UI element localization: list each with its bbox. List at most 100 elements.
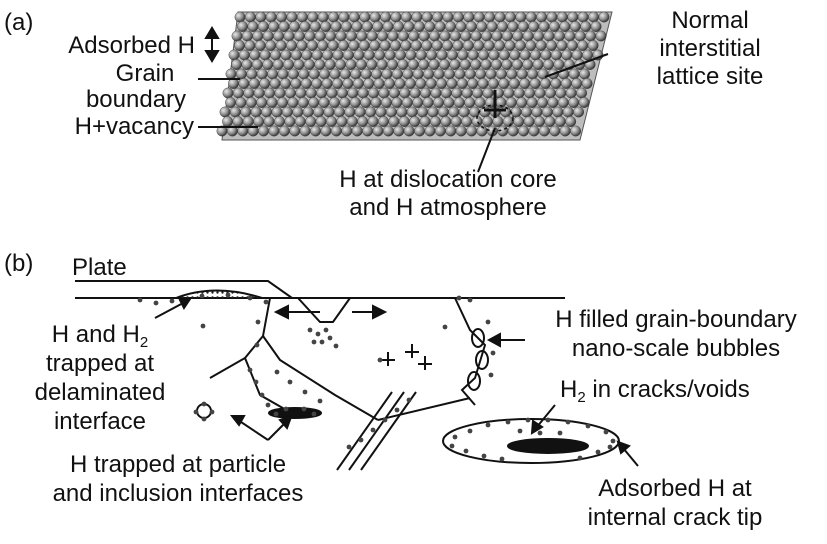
lattice-atom — [222, 116, 233, 127]
lattice-atom — [400, 40, 412, 51]
label-delam-line2: trapped at — [45, 350, 155, 377]
lattice-atom — [310, 125, 321, 137]
lattice-atom — [503, 87, 515, 99]
lattice-atom — [538, 21, 550, 32]
lattice-atom — [525, 40, 537, 51]
lattice-atom — [547, 97, 559, 108]
hydrogen-atom — [327, 335, 333, 341]
lattice-atom — [259, 78, 271, 89]
lattice-atom — [293, 30, 305, 42]
hydrogen-atom — [481, 453, 487, 459]
lattice-atom — [284, 116, 296, 127]
lattice-atom — [366, 30, 378, 42]
lattice-atom — [400, 11, 412, 23]
lattice-atom — [283, 30, 295, 42]
lattice-atom — [377, 30, 388, 42]
lattice-atom — [317, 40, 329, 51]
label-h2-cracks: H2 in cracks/voids — [560, 376, 750, 406]
hydrogen-atom — [265, 402, 271, 408]
lattice-atom — [453, 97, 465, 108]
label-delam-line1: H and H2 — [20, 321, 180, 351]
lattice-atom — [231, 59, 242, 70]
lattice-atom — [398, 116, 410, 127]
lattice-atom — [412, 97, 424, 108]
lattice-atom — [402, 68, 414, 80]
label-delam-line1-text: H and H — [51, 321, 140, 348]
lattice-atom — [424, 21, 436, 32]
hydrogen-atom — [255, 319, 261, 325]
lattice-atom — [292, 106, 304, 118]
lattice-atom — [553, 59, 565, 70]
lattice-atom — [311, 78, 323, 89]
lattice-atom — [418, 30, 430, 42]
hydrogen-atom — [169, 298, 175, 304]
lattice-atom — [280, 49, 292, 61]
lattice-atom — [254, 40, 266, 51]
hydrogen-atom — [467, 428, 473, 434]
lattice-atom — [507, 21, 519, 32]
lattice-atom — [460, 30, 472, 42]
hydrogen-atom — [485, 319, 491, 325]
lattice-atom — [318, 97, 330, 108]
lattice-atom — [515, 11, 527, 23]
lattice-atom — [240, 106, 252, 118]
lattice-atom — [452, 40, 464, 51]
label-dislocation-line1: H at dislocation core — [339, 166, 557, 193]
lattice-atom — [436, 78, 447, 89]
lattice-atom — [360, 68, 372, 80]
lattice-atom — [450, 116, 462, 127]
lattice-atom — [429, 30, 440, 42]
lattice-atom — [498, 78, 510, 89]
label-adsorbed-h: Adsorbed H — [68, 32, 195, 59]
lattice-atom — [544, 116, 556, 127]
lattice-atom — [552, 106, 564, 118]
lattice-atom — [387, 59, 398, 70]
lattice-atom — [415, 49, 427, 61]
lattice-atom — [537, 68, 549, 80]
lattice-atom — [528, 21, 540, 32]
lattice-atom — [415, 78, 427, 89]
lattice-atom — [582, 49, 593, 61]
lattice-atom — [405, 49, 417, 61]
label-gb-bubbles-line2: nano-scale bubbles — [571, 335, 781, 362]
lattice-atom — [565, 116, 577, 127]
hydrogen-atom — [557, 430, 563, 436]
lattice-atom — [307, 11, 319, 23]
hydrogen-atom — [273, 411, 279, 417]
lattice-atom — [265, 11, 277, 23]
lattice-atom — [565, 87, 577, 99]
hydrogen-atom — [137, 297, 143, 303]
lattice-atom — [501, 59, 513, 70]
hydrogen-atom — [323, 327, 329, 333]
lattice-atom — [278, 21, 290, 32]
lattice-atom — [330, 21, 342, 32]
lattice-atom — [363, 78, 375, 89]
label-h2-cracks-pre: H — [560, 376, 578, 403]
lattice-atom — [350, 68, 362, 80]
hydrogen-atom — [456, 295, 462, 301]
lattice-atom — [384, 49, 396, 61]
lattice-atom — [511, 59, 523, 70]
lattice-atom — [577, 40, 589, 51]
lattice-atom — [498, 49, 510, 61]
lattice-atom — [404, 78, 416, 89]
lattice-atom — [570, 125, 581, 137]
lattice-atom — [587, 40, 599, 51]
lattice-atom — [412, 68, 424, 80]
lattice-atom — [459, 59, 471, 70]
lattice-atom — [525, 11, 537, 23]
lattice-atom — [345, 59, 357, 70]
lattice-atom — [363, 49, 375, 61]
label-grain-boundary-line1: Grain — [115, 60, 175, 87]
lattice-atom — [259, 49, 271, 61]
lattice-atom — [443, 97, 455, 108]
hydrogen-atom — [485, 422, 491, 428]
lattice-atom — [439, 59, 450, 70]
lattice-atom — [298, 68, 310, 80]
lattice-atom — [365, 106, 376, 118]
lattice-atom — [470, 30, 482, 42]
lattice-atom — [361, 21, 373, 32]
lattice-atom — [519, 49, 531, 61]
lattice-atom — [507, 125, 519, 137]
lattice-atom — [421, 11, 433, 23]
